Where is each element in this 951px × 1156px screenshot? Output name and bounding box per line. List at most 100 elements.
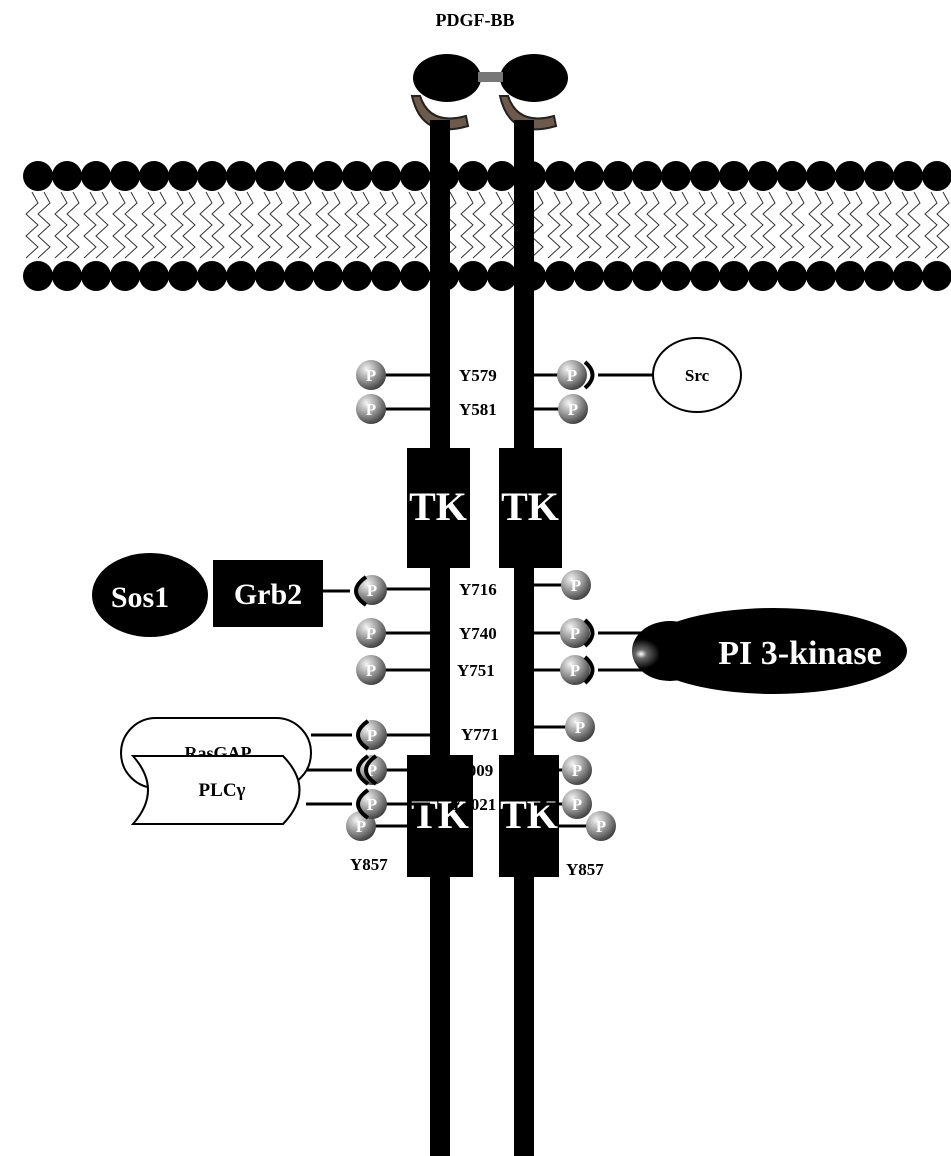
lipid-tail: [298, 191, 312, 259]
phosphate-label: P: [572, 795, 582, 814]
lipid-head: [197, 161, 227, 191]
grb2-label: Grb2: [234, 578, 302, 611]
phosphate-group: P: [356, 655, 386, 685]
plcg-body: [130, 755, 301, 825]
lipid-tail: [646, 191, 660, 259]
pi3k-body: [641, 608, 907, 694]
phosphate-label: P: [567, 366, 577, 385]
lipid-tail: [733, 191, 747, 259]
site-y1021: Y1021: [450, 795, 496, 814]
lipid-tail: [866, 191, 880, 259]
lipid-head: [81, 161, 111, 191]
phosphate-group: P: [356, 394, 386, 424]
lipid-head: [52, 261, 82, 291]
lipid-tail: [286, 191, 300, 259]
lipid-tail: [54, 191, 68, 259]
lipid-head: [197, 261, 227, 291]
phosphate-group: P: [558, 394, 588, 424]
lipid-tail: [692, 191, 706, 259]
lipid-tail: [878, 191, 892, 259]
phosphate-group: P: [565, 712, 595, 742]
lipid-head: [835, 161, 865, 191]
pdgf-bb-ligand: PDGF-BB: [410, 10, 568, 131]
lipid-head: [574, 261, 604, 291]
lipid-head: [139, 161, 169, 191]
lipid-tail: [588, 191, 602, 259]
phosphate-group: P: [356, 360, 386, 390]
phosphate-label: P: [596, 817, 606, 836]
lipid-head: [487, 161, 517, 191]
lipid-tail: [153, 191, 167, 259]
tk-domain-2-right: [499, 755, 559, 877]
lipid-tail: [112, 191, 126, 259]
phosphate-label: P: [570, 661, 580, 680]
plcg-protein: PLCγ: [130, 754, 370, 825]
plcg-label: PLCγ: [199, 780, 246, 801]
lipid-head: [893, 261, 923, 291]
lipid-tail: [327, 191, 341, 259]
lipid-tail: [141, 191, 155, 259]
lipid-head: [777, 261, 807, 291]
lipid-heads-outer: [23, 161, 951, 191]
lipid-tail: [924, 191, 938, 259]
lipid-tail: [791, 191, 805, 259]
lipid-heads-inner: [23, 261, 951, 291]
phosphate-group: P: [560, 618, 590, 648]
lipid-tail: [721, 191, 735, 259]
lipid-tail: [634, 191, 648, 259]
ligand-monomer-right: [500, 54, 568, 102]
sos1-grb2-complex: Sos1 Grb2: [92, 553, 368, 637]
phosphate-group: P: [586, 811, 616, 841]
phosphate-group: P: [357, 755, 387, 785]
lipid-head: [400, 261, 430, 291]
phosphate-label: P: [366, 400, 376, 419]
lipid-tail: [182, 191, 196, 259]
ligand-label: PDGF-BB: [436, 10, 515, 30]
lipid-head: [893, 161, 923, 191]
lipid-tail: [779, 191, 793, 259]
cell-membrane: [23, 161, 951, 291]
lipid-head: [632, 161, 662, 191]
lipid-head: [52, 161, 82, 191]
tk-domain-1-right: [499, 448, 562, 568]
lipid-head: [313, 161, 343, 191]
site-y771: Y771: [461, 725, 499, 744]
lipid-head: [545, 261, 575, 291]
grb2-body: [213, 560, 323, 627]
lipid-tail: [547, 191, 561, 259]
ligand-bridge: [478, 72, 503, 82]
lipid-tail: [257, 191, 271, 259]
tyrosine-site-labels: Y579 Y581 Y716 Y740 Y751 Y771 Y857 Y857 …: [350, 366, 604, 879]
lipid-head: [574, 161, 604, 191]
site-y581: Y581: [459, 400, 497, 419]
src-label: Src: [685, 366, 710, 385]
lipid-head: [545, 161, 575, 191]
phosphate-label: P: [568, 400, 578, 419]
lipid-head: [603, 261, 633, 291]
phosphate-label: P: [367, 795, 377, 814]
lipid-head: [690, 161, 720, 191]
lipid-tail: [25, 191, 39, 259]
lipid-head: [748, 261, 778, 291]
lipid-tail: [559, 191, 573, 259]
lipid-tail: [414, 191, 428, 259]
lipid-tails: [25, 191, 950, 259]
phosphate-label: P: [366, 366, 376, 385]
phosphate-label: P: [570, 624, 580, 643]
lipid-head: [400, 161, 430, 191]
lipid-head: [342, 161, 372, 191]
lipid-head: [226, 161, 256, 191]
site-y716: Y716: [459, 580, 497, 599]
lipid-tail: [269, 191, 283, 259]
lipid-tail: [385, 191, 399, 259]
site-y751: Y751: [457, 661, 495, 680]
lipid-head: [342, 261, 372, 291]
lipid-tail: [443, 191, 457, 259]
lipid-head: [23, 261, 53, 291]
phosphate-label: P: [356, 817, 366, 836]
phosphate-group: P: [357, 789, 387, 819]
pi3k-label: PI 3-kinase: [718, 635, 881, 672]
pi3k-regulatory-subunit: [632, 621, 708, 681]
tk-domain-1-left: [407, 448, 470, 568]
phosphate-label: P: [367, 726, 377, 745]
